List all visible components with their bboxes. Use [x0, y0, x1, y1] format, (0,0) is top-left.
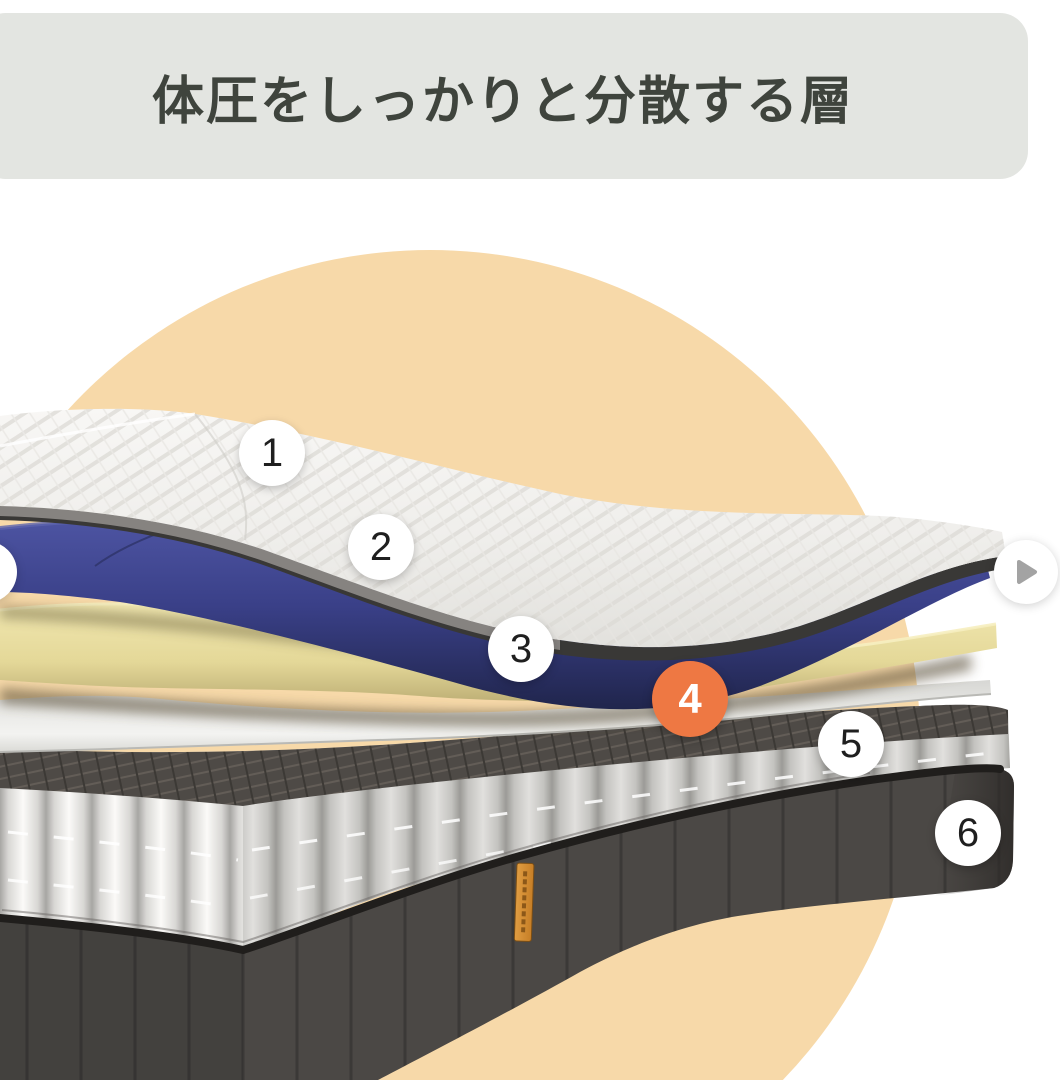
play-arrow-icon: [1017, 560, 1037, 584]
layer-badge-5: 5: [818, 711, 884, 777]
layer-badge-2: 2: [348, 514, 414, 580]
carousel-next-button[interactable]: [994, 540, 1058, 604]
layer-badge-1: 1: [239, 420, 305, 486]
base-cover-layer: [0, 764, 1014, 1080]
layer-badge-3: 3: [488, 616, 554, 682]
carousel-prev-button[interactable]: [0, 541, 17, 603]
section-title: 体圧をしっかりと分散する層: [151, 72, 854, 131]
yellow-layer-shadow: [0, 654, 972, 726]
layer-badge-4: 4: [652, 661, 728, 737]
blue-layer-shadow: [0, 606, 820, 668]
brand-tag: [513, 862, 535, 942]
layer-badge-6: 6: [935, 800, 1001, 866]
section-title-banner: 体圧をしっかりと分散する層: [0, 13, 1028, 179]
